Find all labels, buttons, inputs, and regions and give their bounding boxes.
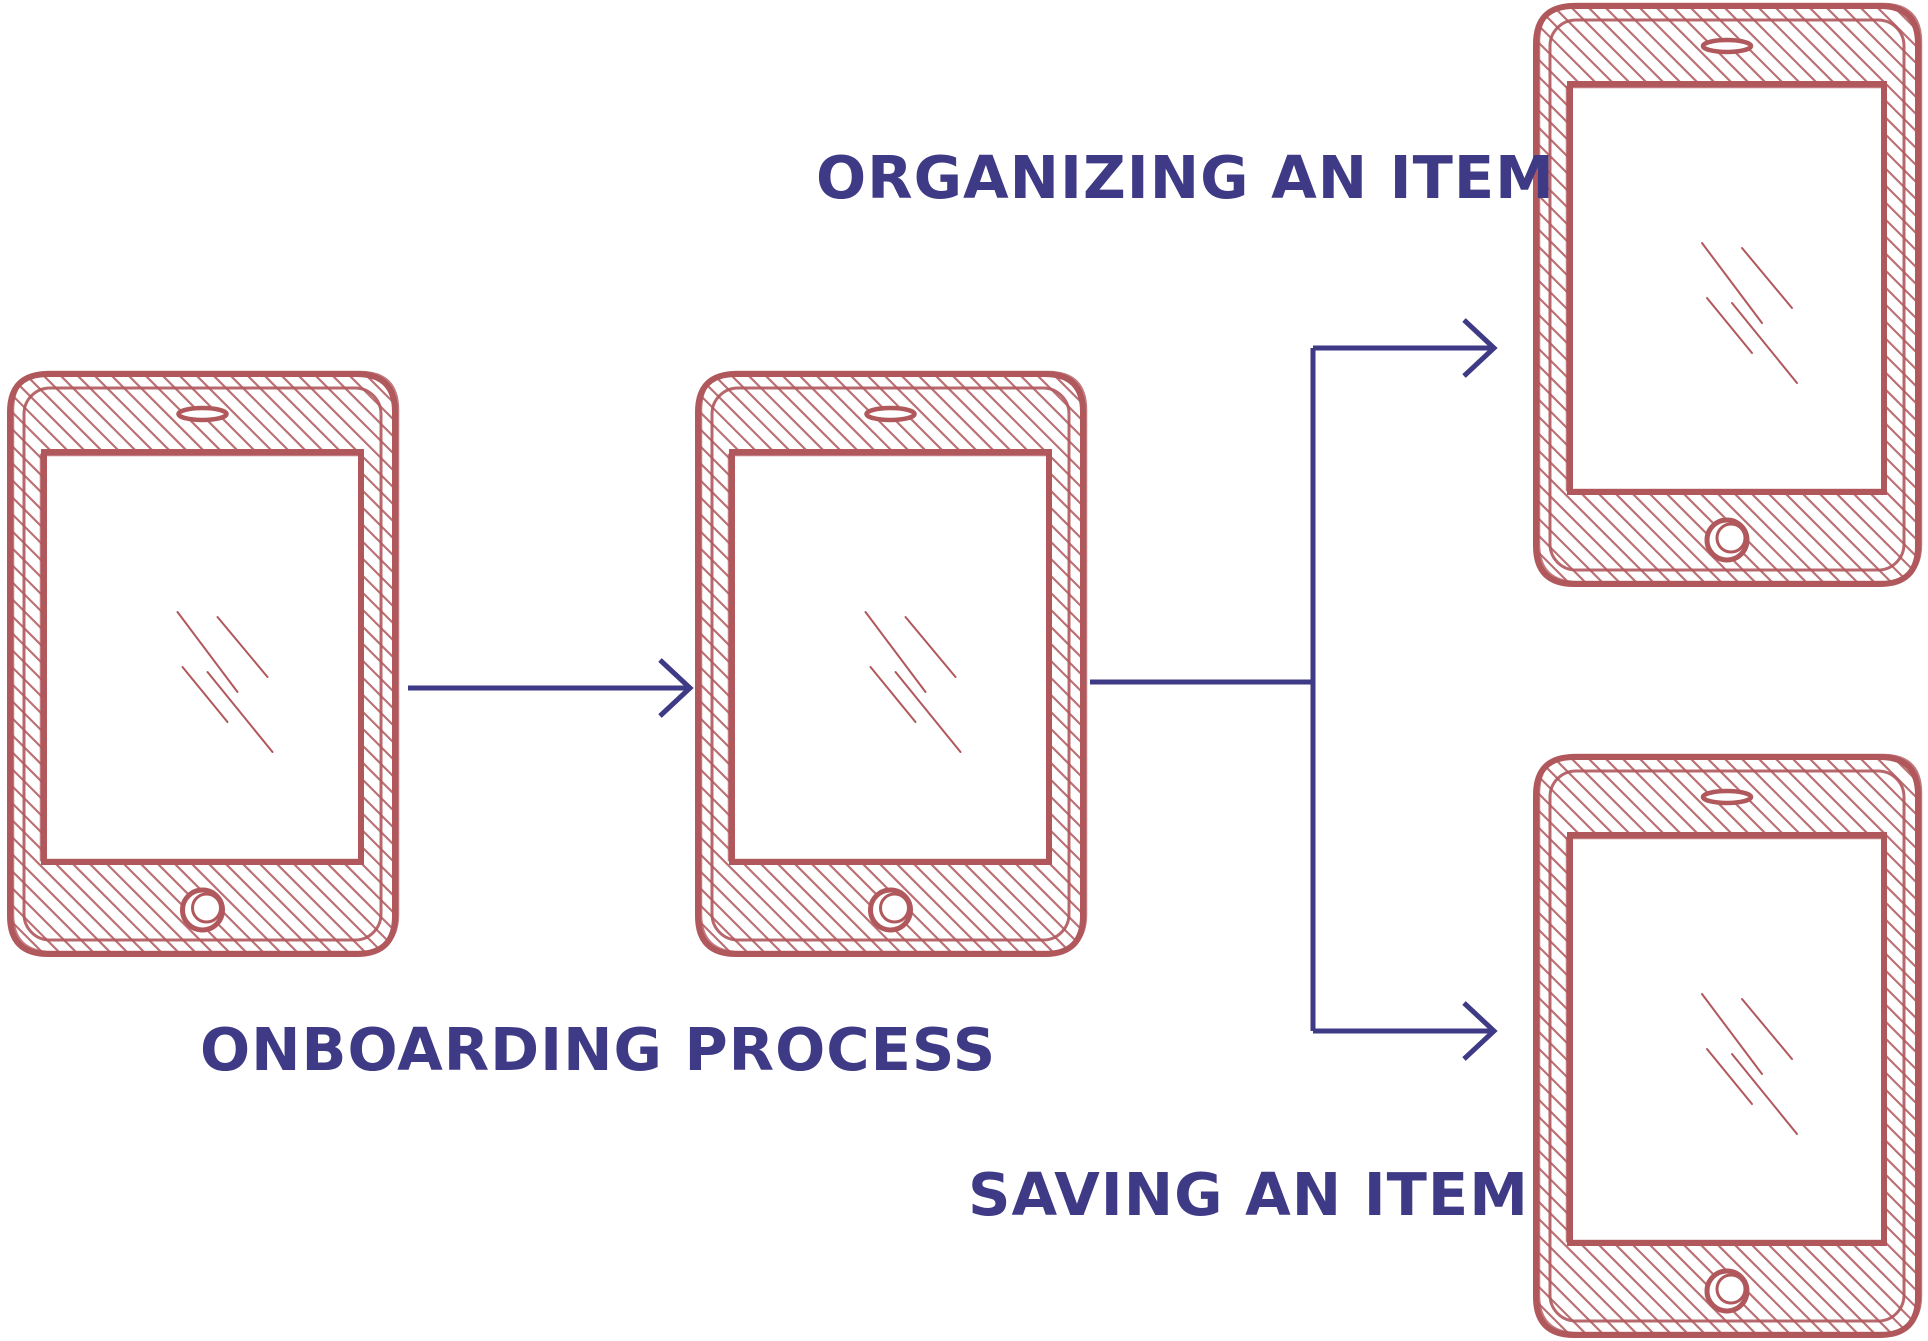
phone-sketch-2 [695, 370, 1088, 957]
screen-glare [1701, 242, 1798, 384]
screen-glare [176, 611, 274, 753]
devices-layer [7, 2, 1923, 1338]
speaker-icon [1700, 788, 1754, 806]
organizing-an-item-label: ORGANIZING AN ITEM [816, 143, 1555, 212]
device-frame [7, 371, 398, 957]
device-screen [1567, 81, 1887, 495]
phone-sketch-4 [1533, 753, 1923, 1338]
arrow-head-icon [658, 658, 694, 718]
connector-to-organizing [1313, 318, 1498, 378]
screen-glare [1701, 993, 1798, 1135]
device-frame [695, 371, 1086, 957]
connector-to-saving [1313, 1001, 1498, 1061]
arrow-head-icon [1462, 1001, 1498, 1061]
speaker-icon [176, 405, 229, 423]
device-frame [1533, 3, 1921, 587]
connector-onboarding [408, 658, 694, 718]
device-screen [41, 449, 364, 865]
device-screen [729, 449, 1052, 865]
phone-sketch-1 [7, 370, 400, 957]
speaker-icon [864, 405, 917, 423]
device-screen [1567, 832, 1887, 1246]
phone-sketch-3 [1533, 2, 1923, 587]
connectors-layer [408, 318, 1498, 1061]
device-frame [1533, 754, 1921, 1338]
saving-an-item-label: SAVING AN ITEM [968, 1160, 1529, 1229]
screen-glare [864, 611, 962, 753]
speaker-icon [1700, 37, 1754, 55]
onboarding-process-label: ONBOARDING PROCESS [200, 1015, 997, 1084]
arrow-head-icon [1462, 318, 1498, 378]
